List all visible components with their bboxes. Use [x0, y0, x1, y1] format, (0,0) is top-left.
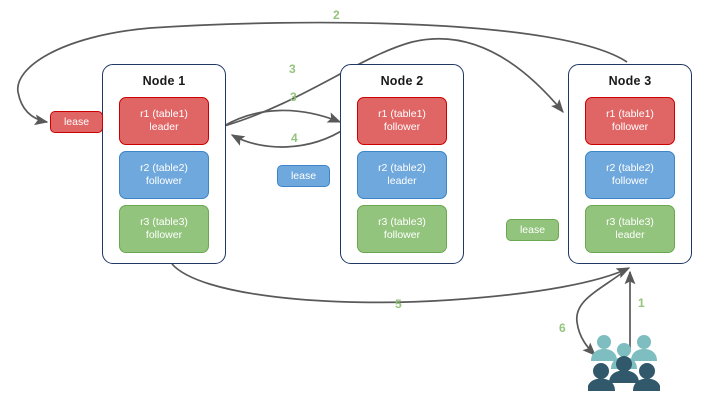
range-name: r1 (table1) [378, 107, 426, 120]
edge-4 [230, 127, 347, 148]
range-role: leader [149, 121, 179, 133]
range-role: follower [145, 229, 183, 241]
edge-3-to-node2 [223, 109, 342, 127]
range-name: r3 (table3) [606, 215, 654, 228]
range-name: r3 (table3) [378, 215, 426, 228]
step-label-5: 5 [395, 297, 402, 311]
node-card-node-3[interactable]: Node 3 r1 (table1) follower r2 (table2) … [568, 64, 692, 264]
range-r3-node-2[interactable]: r3 (table3) follower [357, 205, 447, 253]
users-icon [588, 335, 660, 391]
lease-badge-r2[interactable]: lease [277, 165, 330, 187]
range-r2-node-2[interactable]: r2 (table2) leader [357, 151, 447, 199]
step-label-4: 4 [291, 131, 298, 145]
edge-3-to-node3 [223, 37, 564, 127]
step-label-3a: 3 [289, 62, 296, 76]
range-r1-node-3[interactable]: r1 (table1) follower [585, 97, 675, 145]
range-r1-node-1[interactable]: r1 (table1) leader [119, 97, 209, 145]
step-label-2: 2 [333, 8, 340, 22]
range-r3-node-1[interactable]: r3 (table3) follower [119, 205, 209, 253]
range-role: follower [611, 175, 649, 187]
node-card-node-2[interactable]: Node 2 r1 (table1) follower r2 (table2) … [340, 64, 464, 264]
range-role: follower [145, 175, 183, 187]
range-role: follower [383, 229, 421, 241]
step-label-1: 1 [638, 296, 645, 310]
edge-5 [171, 263, 631, 304]
range-r2-node-3[interactable]: r2 (table2) follower [585, 151, 675, 199]
step-label-3b: 3 [290, 90, 297, 104]
edge-6 [576, 269, 627, 356]
range-role: follower [383, 121, 421, 133]
range-name: r2 (table2) [606, 161, 654, 174]
range-name: r2 (table2) [378, 161, 426, 174]
node-title: Node 1 [142, 74, 186, 88]
range-name: r2 (table2) [140, 161, 188, 174]
range-role: follower [611, 121, 649, 133]
range-role: leader [387, 175, 417, 187]
range-role: leader [615, 229, 645, 241]
node-title: Node 2 [380, 74, 424, 88]
node-title: Node 3 [608, 74, 652, 88]
node-card-node-1[interactable]: Node 1 r1 (table1) leader r2 (table2) fo… [102, 64, 226, 264]
range-name: r1 (table1) [606, 107, 654, 120]
range-name: r3 (table3) [140, 215, 188, 228]
step-label-6: 6 [559, 321, 566, 335]
range-r3-node-3[interactable]: r3 (table3) leader [585, 205, 675, 253]
lease-badge-r1[interactable]: lease [50, 111, 103, 133]
edge-2 [17, 21, 628, 126]
lease-badge-r3[interactable]: lease [506, 219, 559, 241]
range-r2-node-1[interactable]: r2 (table2) follower [119, 151, 209, 199]
range-r1-node-2[interactable]: r1 (table1) follower [357, 97, 447, 145]
range-name: r1 (table1) [140, 107, 188, 120]
